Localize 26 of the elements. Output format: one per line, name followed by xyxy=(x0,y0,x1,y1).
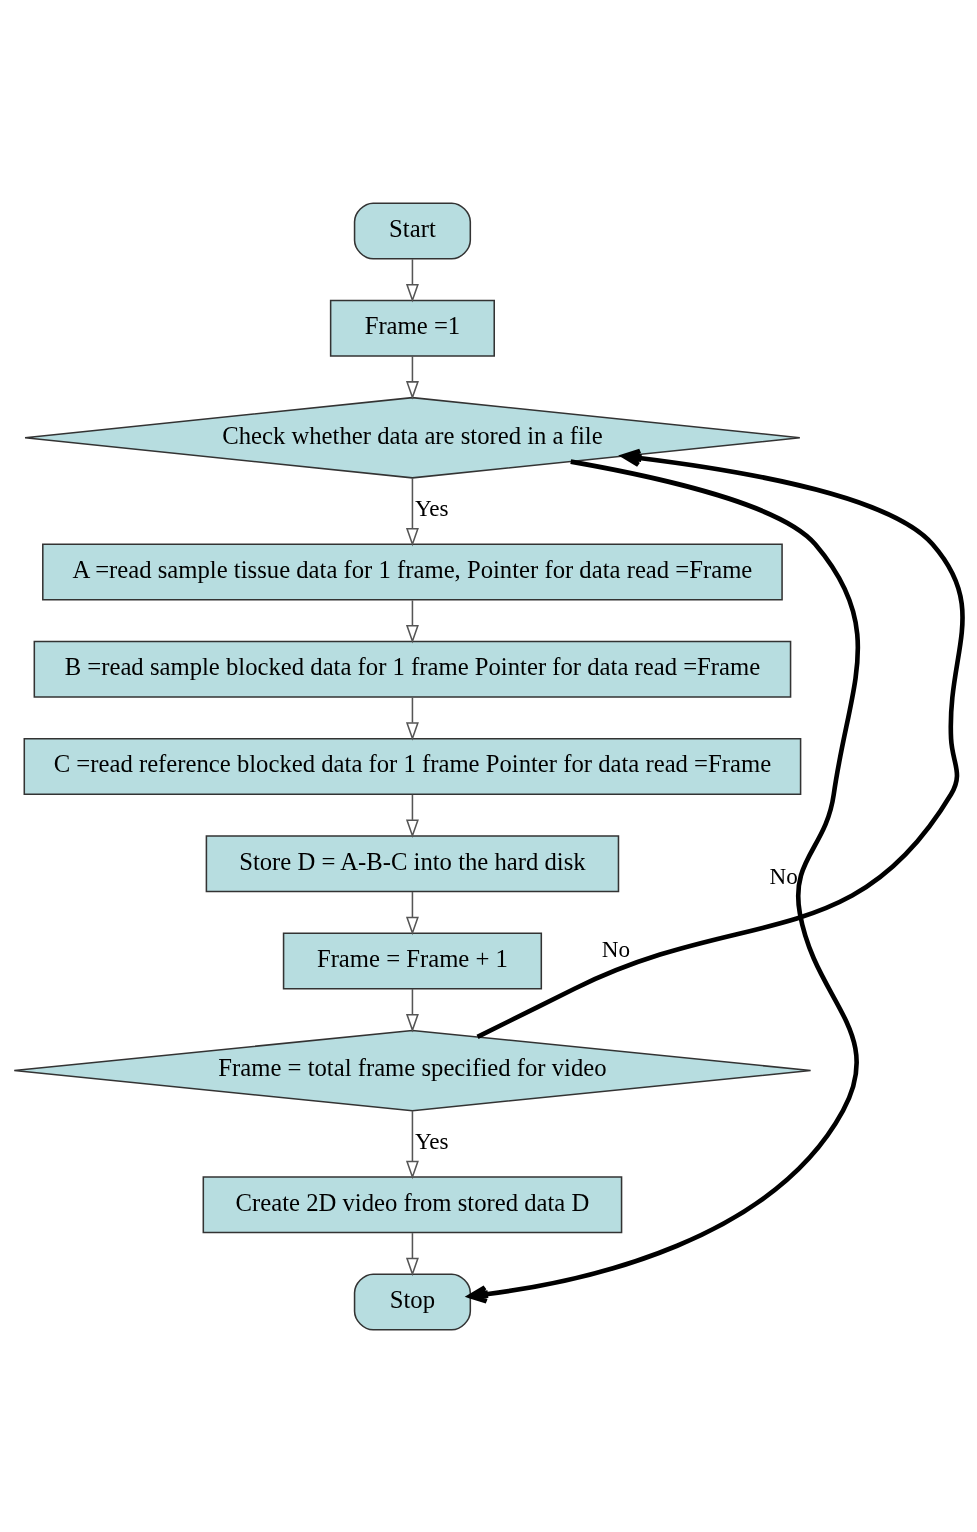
node-box: Frame = Frame + 1 xyxy=(282,931,543,989)
node-box: B =read sample blocked data for 1 frame Pointer for data read =Frame xyxy=(33,640,792,698)
arrow xyxy=(405,696,419,741)
arrow xyxy=(405,599,419,644)
arrow xyxy=(405,793,419,838)
node-box: Start xyxy=(353,201,472,259)
node-box: Store D = A-B-C into the hard disk xyxy=(205,834,620,892)
node-box: Stop xyxy=(353,1273,472,1331)
arrow xyxy=(405,1231,419,1276)
node-box: A =read sample tissue data for 1 frame, Pointer for data read =Frame xyxy=(42,543,783,601)
node-box: Frame =1 xyxy=(329,299,495,357)
arrow xyxy=(405,1109,419,1179)
edge-label: No xyxy=(769,862,798,889)
edge-label: Yes xyxy=(414,494,449,521)
arrow xyxy=(405,987,419,1032)
arrow xyxy=(405,476,419,546)
arrow xyxy=(405,354,419,400)
node-box: C =read reference blocked data for 1 frame Pointer for data read =Frame xyxy=(23,737,802,795)
edge-label: No xyxy=(601,935,631,962)
arrow xyxy=(476,448,965,1039)
edge-label: Yes xyxy=(414,1127,449,1154)
arrow xyxy=(405,257,419,302)
node-diamond: Frame = total frame specified for video xyxy=(13,1029,812,1111)
node-box: Create 2D video from stored data D xyxy=(202,1175,623,1233)
node-diamond: Check whether data are stored in a file xyxy=(24,396,801,479)
arrow xyxy=(405,890,419,935)
